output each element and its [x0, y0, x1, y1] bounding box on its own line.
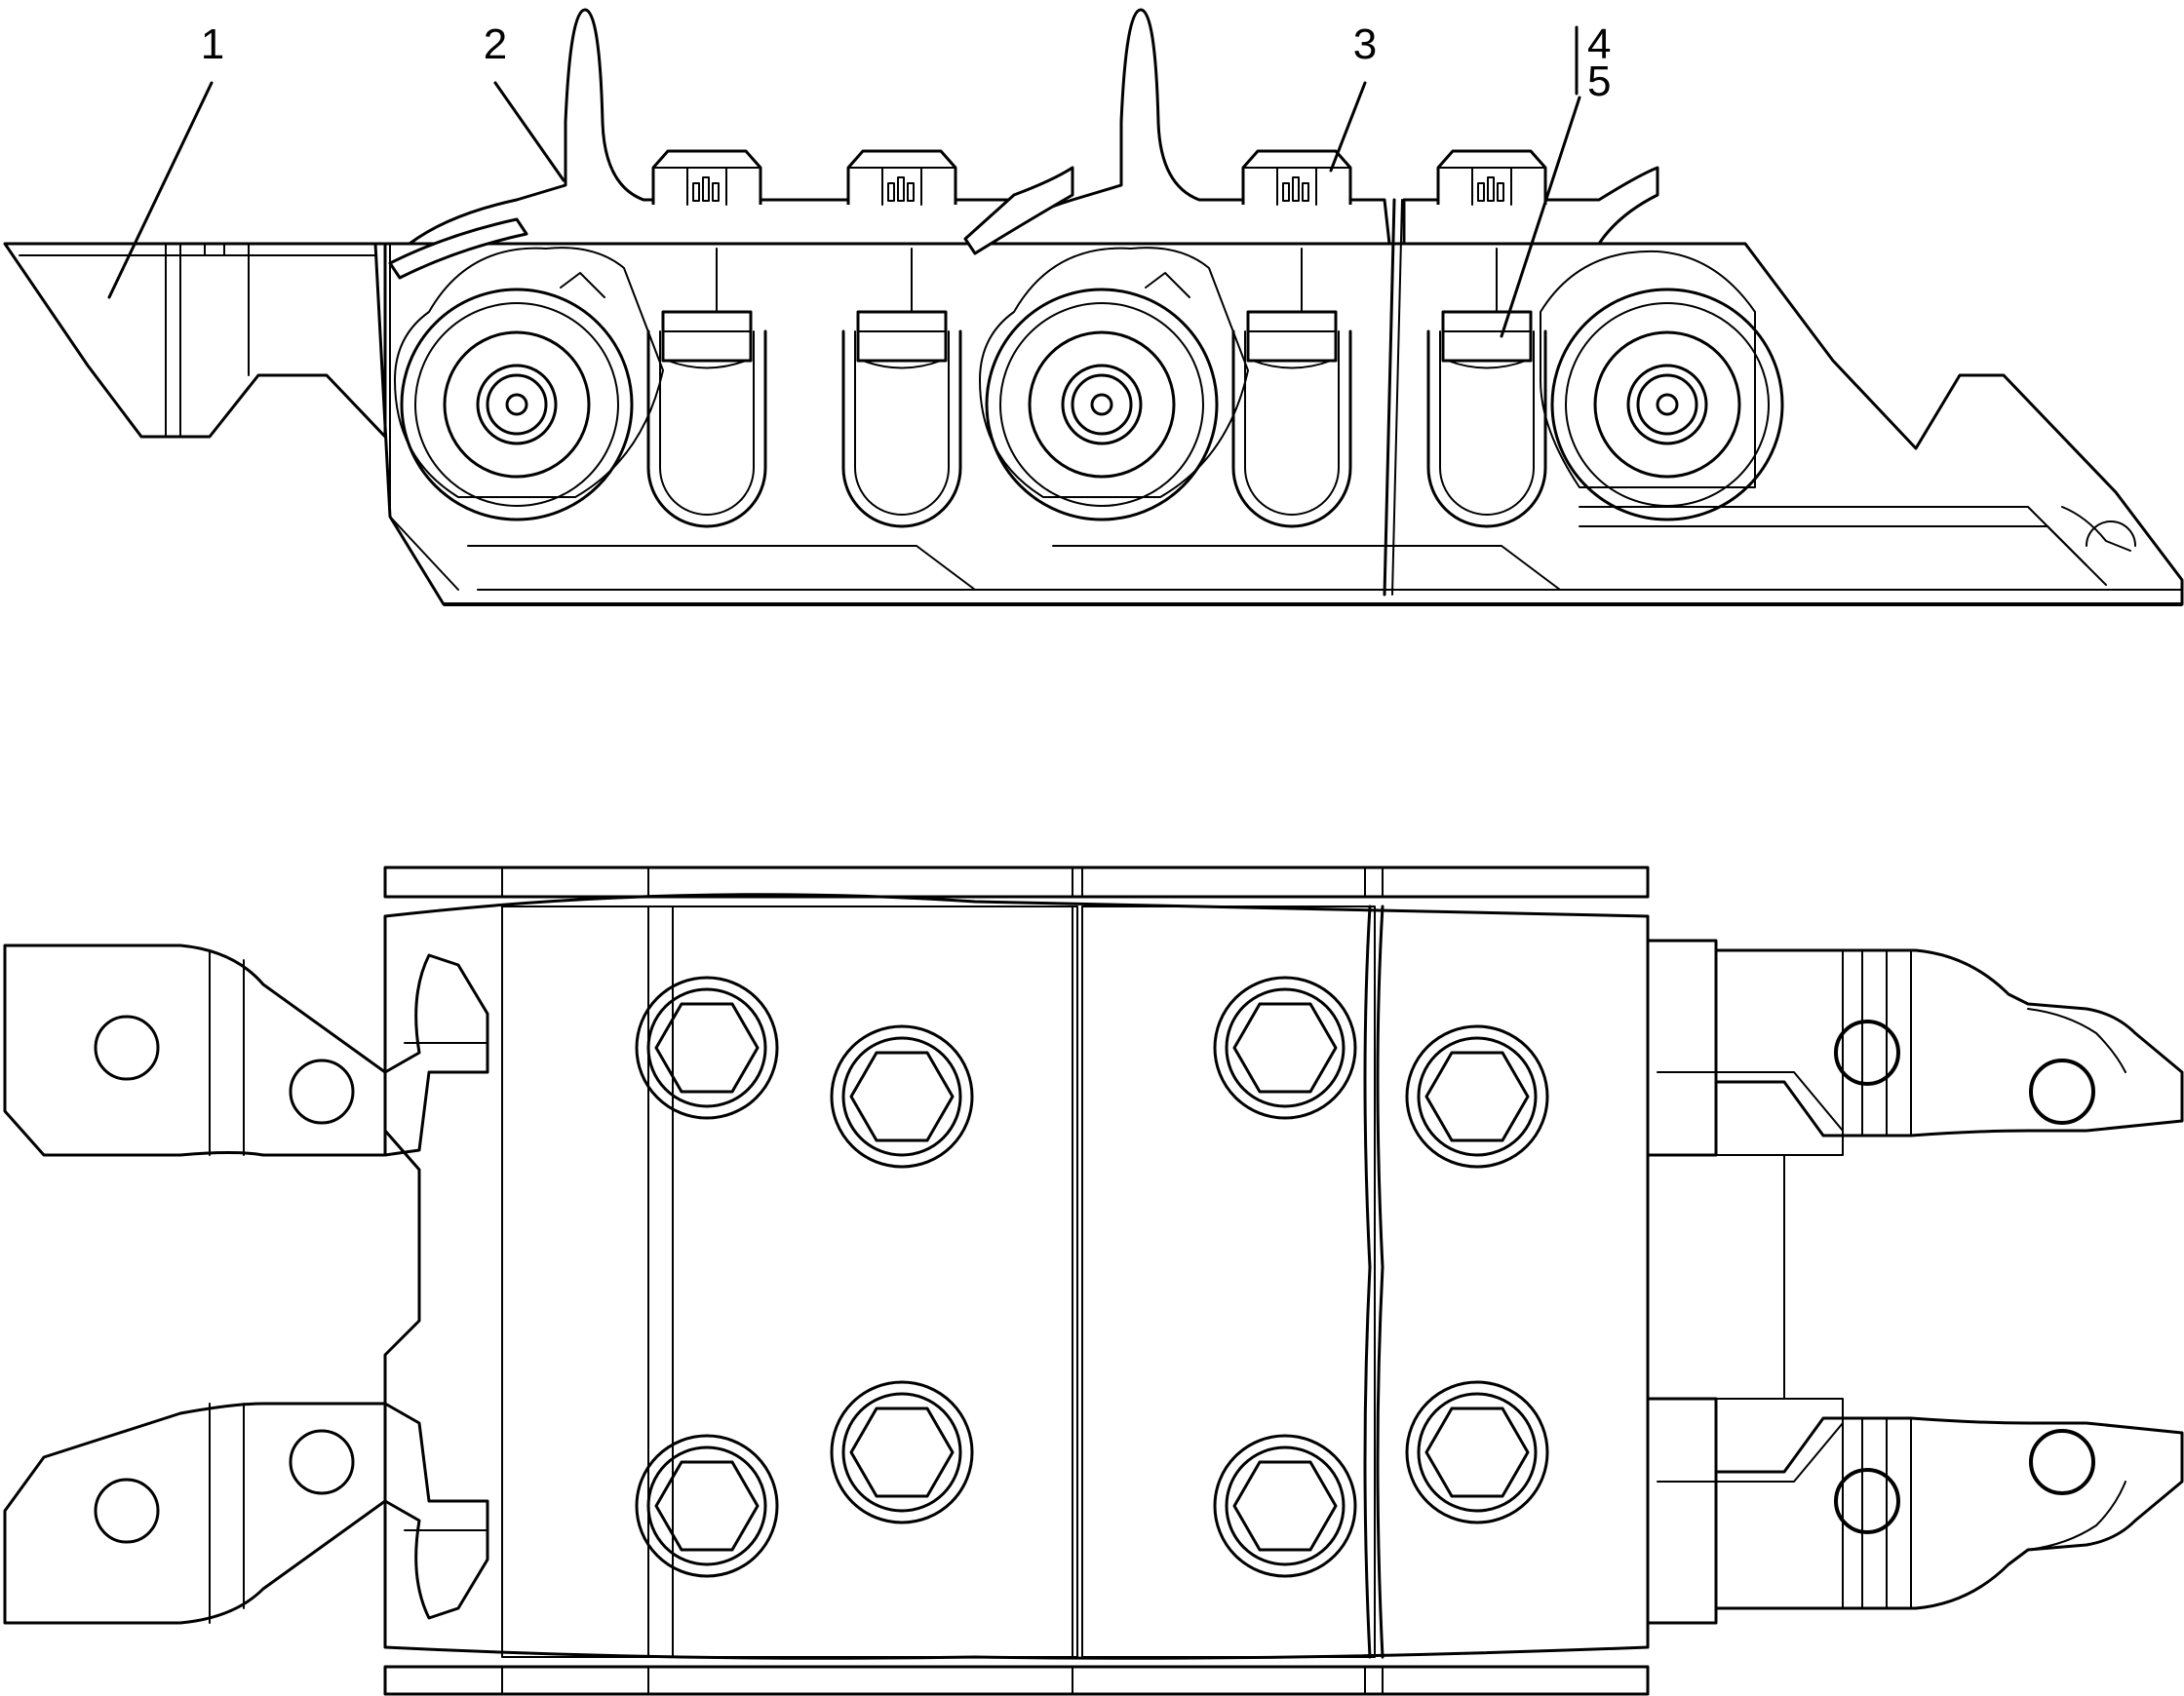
- hex-bolt-icon: [1405, 1380, 1549, 1524]
- hex-bolt-icon: [635, 1434, 779, 1578]
- hex-bolt-icon: [1436, 149, 1547, 207]
- callout-2-label: 2: [484, 20, 507, 68]
- callout-1-label: 1: [201, 20, 224, 68]
- callout-4-label: 4: [1587, 20, 1611, 68]
- callout-3-label: 3: [1353, 20, 1377, 68]
- hex-bolt-icon: [830, 1024, 974, 1169]
- callout-5-label: 5: [1587, 58, 1611, 105]
- hex-bolt-icon: [651, 149, 762, 207]
- hex-bolt-icon: [830, 1380, 974, 1524]
- hex-bolt-icon: [635, 976, 779, 1120]
- hex-bolt-icon: [1213, 976, 1357, 1120]
- hex-bolt-icon: [846, 149, 957, 207]
- hex-bolt-icon: [1213, 1434, 1357, 1578]
- track-chain-top-view-icon: [3, 866, 2184, 1696]
- hex-bolt-icon: [1405, 1024, 1549, 1169]
- callouts: 1 2 3 4 5: [107, 20, 1611, 338]
- track-chain-side-view-icon: [3, 8, 2184, 606]
